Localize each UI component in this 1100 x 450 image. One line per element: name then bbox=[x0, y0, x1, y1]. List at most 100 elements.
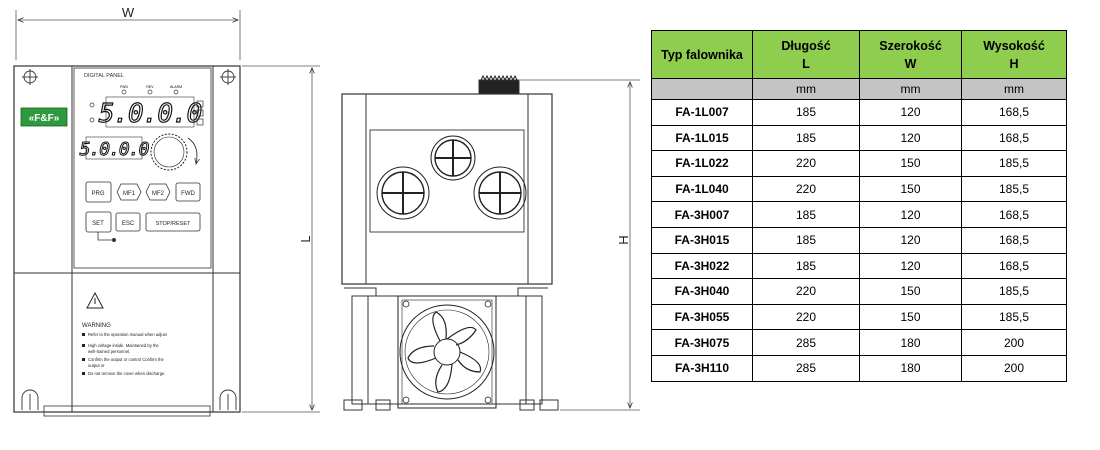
cell-type: FA-3H022 bbox=[651, 252, 753, 280]
prg-key bbox=[85, 181, 112, 203]
cell-type: FA-3H007 bbox=[651, 201, 753, 228]
units-row: mm mm mm bbox=[651, 78, 1067, 100]
cell-height: 185,5 bbox=[961, 278, 1067, 305]
cell-type: FA-1L022 bbox=[651, 150, 753, 177]
cell-width: 120 bbox=[859, 124, 962, 152]
cell-width: 150 bbox=[859, 278, 962, 305]
cell-height: 168,5 bbox=[961, 124, 1067, 152]
header-length-label: Długość bbox=[781, 38, 831, 53]
warning-line-1: Refer to the operation manual when adjus… bbox=[88, 332, 168, 337]
unit-cell-width: mm bbox=[859, 78, 962, 100]
set-key bbox=[85, 211, 112, 233]
cell-height: 168,5 bbox=[961, 201, 1067, 228]
indicator-fwd: FWD bbox=[120, 85, 128, 89]
cell-length: 185 bbox=[752, 252, 860, 280]
cell-type: FA-3H075 bbox=[651, 329, 753, 356]
fwd-key-label: FWD bbox=[181, 191, 195, 197]
warning-line-2: High voltage inside. Maintained by the bbox=[88, 343, 159, 348]
cell-height: 200 bbox=[961, 329, 1067, 356]
cell-height: 168,5 bbox=[961, 99, 1067, 126]
header-width: Szerokość W bbox=[859, 30, 962, 79]
cell-type: FA-1L040 bbox=[651, 175, 753, 203]
cell-width: 120 bbox=[859, 201, 962, 228]
dim-h-label: H bbox=[616, 235, 631, 244]
header-length-symbol: L bbox=[802, 56, 810, 71]
header-height: Wysokość H bbox=[961, 30, 1067, 79]
header-type-label: Typ falownika bbox=[661, 47, 743, 62]
dim-l-label: L bbox=[298, 235, 313, 242]
technical-drawing: W «F&F» DIGITAL PANEL FWD REV ALARM 5.0.… bbox=[13, 5, 640, 417]
header-length: Długość L bbox=[752, 30, 860, 79]
sub-display: 5.0.0.0 bbox=[79, 136, 150, 161]
cell-width: 180 bbox=[859, 329, 962, 356]
warning-line-3: well-trained personnel. bbox=[88, 349, 130, 354]
cell-length: 185 bbox=[752, 226, 860, 254]
cell-height: 185,5 bbox=[961, 303, 1067, 331]
cell-type: FA-3H015 bbox=[651, 226, 753, 254]
set-key-label: SET bbox=[92, 221, 104, 227]
prg-key-label: PRG bbox=[91, 191, 104, 197]
corner-screws bbox=[21, 69, 237, 410]
cell-height: 168,5 bbox=[961, 252, 1067, 280]
cell-height: 185,5 bbox=[961, 150, 1067, 177]
mf2-key bbox=[145, 183, 171, 201]
cell-width: 150 bbox=[859, 175, 962, 203]
cell-width: 150 bbox=[859, 150, 962, 177]
cell-length: 220 bbox=[752, 175, 860, 203]
warning-line-4: Confirm the output or control Confirm th… bbox=[88, 357, 165, 362]
warning-icon bbox=[86, 291, 104, 309]
height-dimension bbox=[520, 79, 640, 411]
cell-length: 285 bbox=[752, 329, 860, 356]
cell-length: 285 bbox=[752, 354, 860, 382]
status-indicators: FWD REV ALARM bbox=[120, 85, 182, 95]
length-dimension bbox=[242, 65, 320, 413]
indicator-rev: REV bbox=[146, 85, 154, 89]
table-header-row: Typ falownika Długość L Szerokość W Wyso… bbox=[651, 30, 1067, 79]
cell-type: FA-1L007 bbox=[651, 99, 753, 126]
mf1-key-label: MF1 bbox=[123, 191, 136, 197]
logo-badge bbox=[20, 107, 68, 127]
warning-line-5: output or bbox=[88, 363, 105, 368]
header-width-label: Szerokość bbox=[879, 38, 942, 53]
cell-height: 185,5 bbox=[961, 175, 1067, 203]
warning-line-6: Do not remove the cover when discharge. bbox=[88, 371, 166, 376]
cell-width: 120 bbox=[859, 252, 962, 280]
cell-type: FA-3H055 bbox=[651, 303, 753, 331]
cooling-fan bbox=[397, 295, 497, 409]
cell-length: 185 bbox=[752, 99, 860, 126]
cell-width: 180 bbox=[859, 354, 962, 382]
warning-title: WARNING bbox=[82, 323, 111, 329]
header-height-symbol: H bbox=[1009, 56, 1019, 71]
cell-length: 220 bbox=[752, 150, 860, 177]
cell-height: 168,5 bbox=[961, 226, 1067, 254]
width-dimension bbox=[15, 10, 241, 60]
stop-reset-key bbox=[145, 212, 201, 232]
front-view bbox=[13, 65, 241, 417]
unit-cell-type bbox=[651, 78, 753, 100]
esc-key-label: ESC bbox=[122, 221, 135, 227]
sub-display-value: 5.0.0.0 bbox=[80, 139, 149, 160]
stop-reset-key-label: STOP/RESET bbox=[156, 221, 191, 227]
cell-length: 185 bbox=[752, 201, 860, 228]
indicator-alarm: ALARM bbox=[170, 85, 182, 89]
cell-length: 185 bbox=[752, 124, 860, 152]
logo-text: «F&F» bbox=[29, 113, 60, 124]
fwd-key bbox=[175, 182, 201, 202]
mf2-key-label: MF2 bbox=[152, 191, 165, 197]
header-height-label: Wysokość bbox=[983, 38, 1045, 53]
cell-type: FA-3H110 bbox=[651, 354, 753, 382]
cell-width: 150 bbox=[859, 303, 962, 331]
esc-key bbox=[115, 212, 141, 232]
cell-height: 200 bbox=[961, 354, 1067, 382]
panel-title: DIGITAL PANEL bbox=[84, 73, 124, 79]
rotary-knob bbox=[150, 133, 197, 171]
